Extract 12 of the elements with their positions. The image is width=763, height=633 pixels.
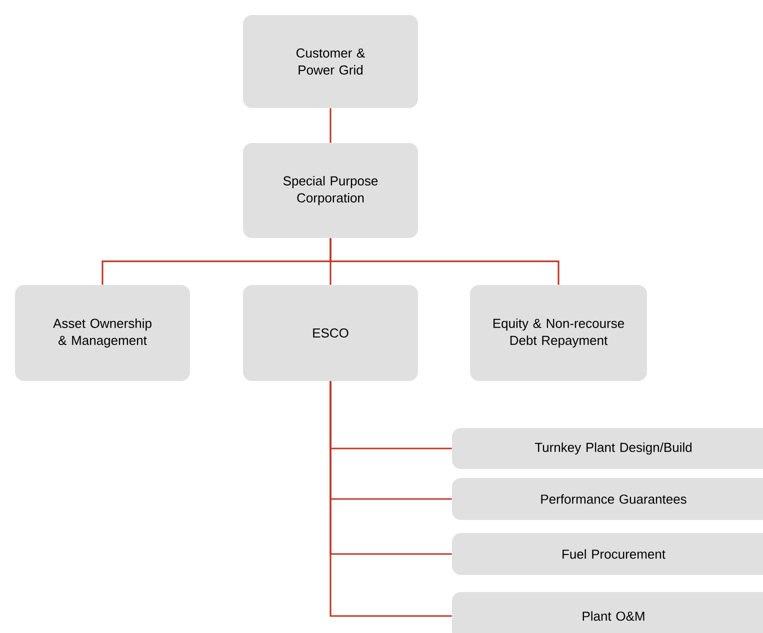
process-box: Special Purpose Corporation — [243, 143, 418, 238]
connector-line — [330, 108, 332, 143]
connector-line — [330, 381, 452, 617]
process-box: Fuel Procurement — [452, 533, 763, 575]
process-box: Performance Guarantees — [452, 478, 763, 520]
process-box: Customer & Power Grid — [243, 15, 418, 108]
process-box: ESCO — [243, 285, 418, 381]
process-box: Plant O&M — [452, 592, 763, 633]
process-box: Equity & Non-recourse Debt Repayment — [470, 285, 647, 381]
process-box: Asset Ownership & Management — [15, 285, 190, 381]
process-box: Turnkey Plant Design/Build — [452, 428, 763, 469]
connector-line — [330, 238, 560, 285]
